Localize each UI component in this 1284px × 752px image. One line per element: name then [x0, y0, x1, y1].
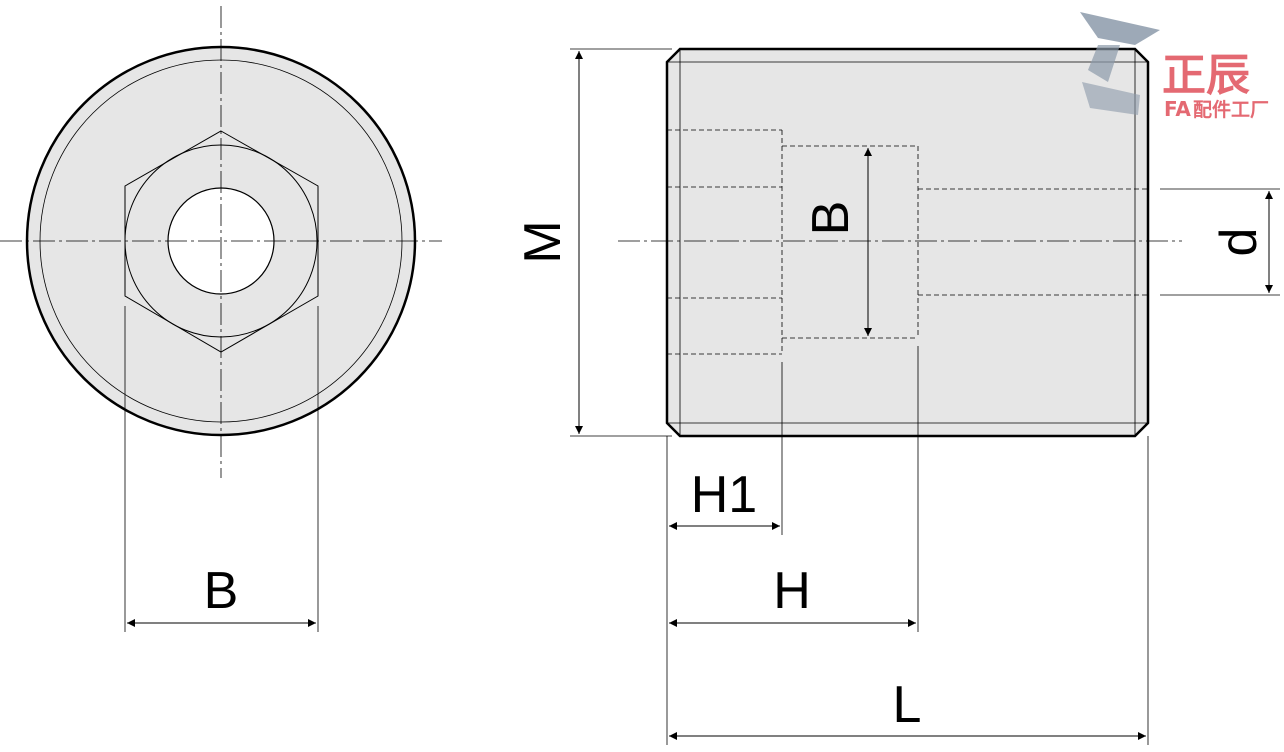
brand-logo: 正辰 FA 配件工厂: [1080, 12, 1269, 121]
dim-label-hex-b: B: [802, 201, 860, 236]
logo-mark-icon: [1080, 12, 1160, 45]
body-outline: [665, 47, 1150, 438]
end-view: B: [0, 6, 442, 632]
hidden-lines: [667, 129, 1148, 355]
dim-label-h1: H1: [691, 466, 757, 524]
logo-mark-shape-2: [1082, 82, 1140, 115]
dim-label-end-view-b: B: [204, 562, 239, 620]
logo-tagline-prefix: FA: [1164, 97, 1191, 121]
dim-label-d: d: [1210, 228, 1268, 257]
side-view: B M d H1 H L: [514, 47, 1280, 745]
logo-brand: 正辰: [1162, 50, 1250, 101]
logo-tagline: 配件工厂: [1193, 98, 1269, 121]
dim-label-l: L: [893, 676, 922, 734]
dim-label-h: H: [773, 562, 811, 620]
dim-label-m: M: [514, 220, 572, 263]
logo-mark-shape: [1088, 45, 1120, 82]
